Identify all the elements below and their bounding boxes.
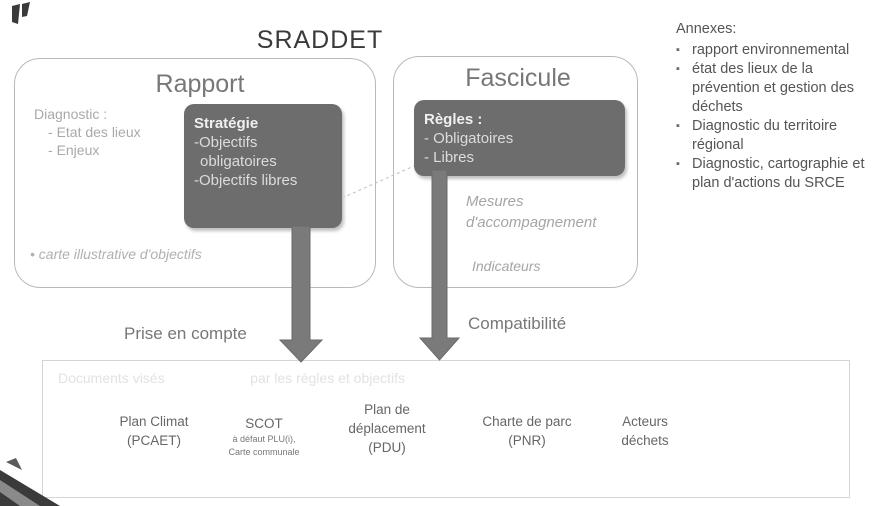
strategie-head: Stratégie xyxy=(194,115,259,132)
doc-small-line: Carte communale xyxy=(228,447,300,457)
doc-scot: SCOT à défaut PLU(i), Carte communale xyxy=(200,414,328,459)
doc-line: (PNR) xyxy=(508,433,546,448)
doc-plan-climat: Plan Climat (PCAET) xyxy=(84,412,224,450)
doc-line: Acteurs xyxy=(622,414,668,429)
doc-line: Plan Climat xyxy=(119,414,189,429)
annexes-list: Annexes: rapport environnemental état de… xyxy=(676,20,872,193)
regles-head: Règles : xyxy=(424,111,483,128)
corner-decoration xyxy=(0,458,60,506)
annexe-item: état des lieux de la prévention et gesti… xyxy=(676,60,872,117)
target-documents-panel xyxy=(42,360,850,498)
doc-line: (PDU) xyxy=(368,440,406,455)
doc-line: SCOT xyxy=(245,416,283,431)
fascicule-title: Fascicule xyxy=(465,64,571,92)
diagnostic-block: Diagnostic : - Etat des lieux - Enjeux xyxy=(34,105,184,159)
doc-pdu: Plan de déplacement (PDU) xyxy=(322,400,452,457)
doc-line: déchets xyxy=(621,433,669,448)
dashed-connector xyxy=(341,165,415,199)
regles-box: Règles : - Obligatoires - Libres xyxy=(414,100,625,176)
strategie-line: obligatoires xyxy=(200,153,277,170)
strategie-box: Stratégie -Objectifs obligatoires -Objec… xyxy=(184,104,342,228)
doc-acteurs-dechets: Acteurs déchets xyxy=(590,412,700,450)
doc-line: Plan de xyxy=(364,402,410,417)
doc-small-line: à défaut PLU(i), xyxy=(232,434,296,444)
diagnostic-item-etat: - Etat des lieux xyxy=(48,124,141,140)
regles-line: - Obligatoires xyxy=(424,130,514,147)
rapport-title: Rapport xyxy=(155,70,245,98)
doc-line: (PCAET) xyxy=(127,433,181,448)
diagram-title: SRADDET xyxy=(256,26,384,54)
diagnostic-label: Diagnostic : xyxy=(34,106,108,122)
logo-mark xyxy=(12,2,30,24)
compatibilite-label: Compatibilité xyxy=(468,314,567,333)
mesures-line: Mesures xyxy=(466,193,524,210)
regles-line: - Libres xyxy=(424,149,475,166)
strategie-line: -Objectifs libres xyxy=(194,172,298,189)
target-documents-header: Documents visés par les règles et object… xyxy=(58,370,406,386)
prise-en-compte-label: Prise en compte xyxy=(124,324,247,343)
doc-line: déplacement xyxy=(348,421,426,436)
annexe-item: rapport environnemental xyxy=(676,41,872,60)
annexe-item: Diagnostic, cartographie et plan d'actio… xyxy=(676,155,872,193)
mesures-text: Mesures d'accompagnement xyxy=(466,191,636,233)
mesures-line: d'accompagnement xyxy=(466,214,597,231)
carte-illustrative-text: • carte illustrative d'objectifs xyxy=(30,246,202,262)
doc-line: Charte de parc xyxy=(482,414,572,429)
annexe-item: Diagnostic du territoire régional xyxy=(676,117,872,155)
doc-pnr: Charte de parc (PNR) xyxy=(452,412,602,450)
diagnostic-item-enjeux: - Enjeux xyxy=(48,142,100,158)
annexes-label: Annexes: xyxy=(676,21,737,37)
indicateurs-text: Indicateurs xyxy=(472,258,541,274)
strategie-line: -Objectifs xyxy=(194,134,258,151)
